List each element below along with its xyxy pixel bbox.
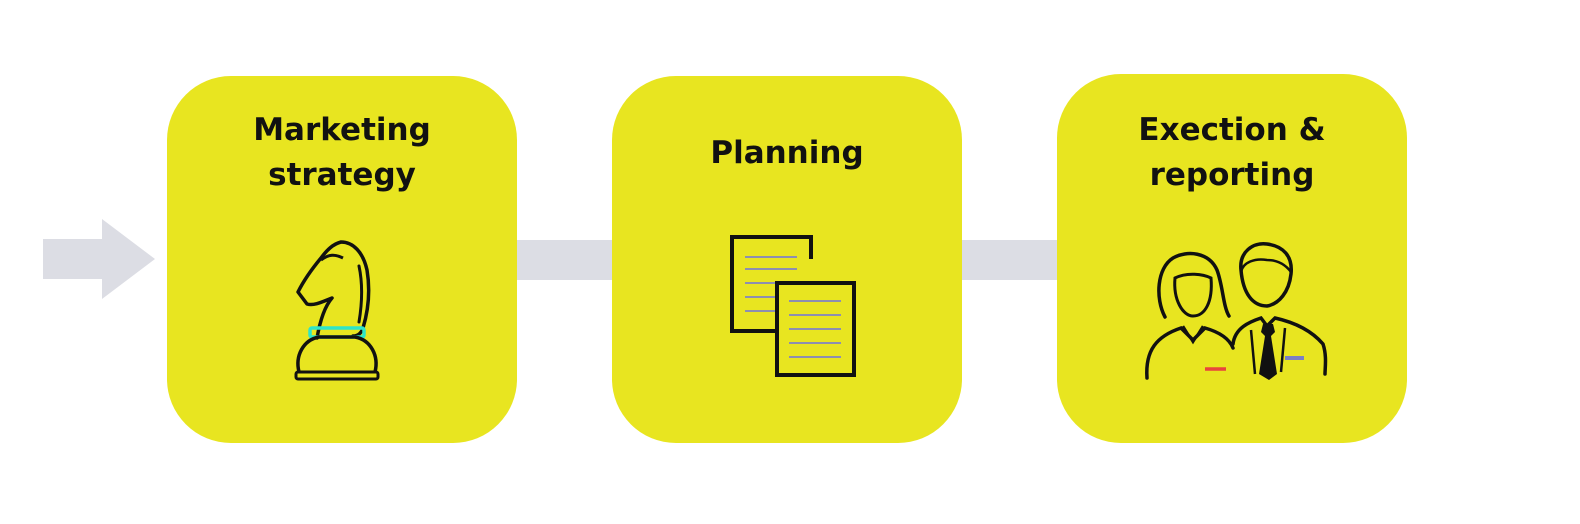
step-title: Marketing strategy: [253, 112, 431, 193]
connector-2-3: [955, 240, 1060, 280]
step-card-execution-reporting: Exection & reporting: [1057, 74, 1407, 443]
step-card-planning: Planning: [612, 76, 962, 443]
step-title: Planning: [710, 135, 864, 171]
entry-arrow: [43, 219, 155, 299]
step-title: Exection & reporting: [1138, 112, 1326, 193]
people-icon: [1145, 242, 1328, 380]
step-card-marketing-strategy: Marketing strategy: [167, 76, 517, 443]
connector-1-2: [510, 240, 615, 280]
documents-icon: [730, 235, 856, 377]
chess-knight-icon: [294, 240, 380, 381]
